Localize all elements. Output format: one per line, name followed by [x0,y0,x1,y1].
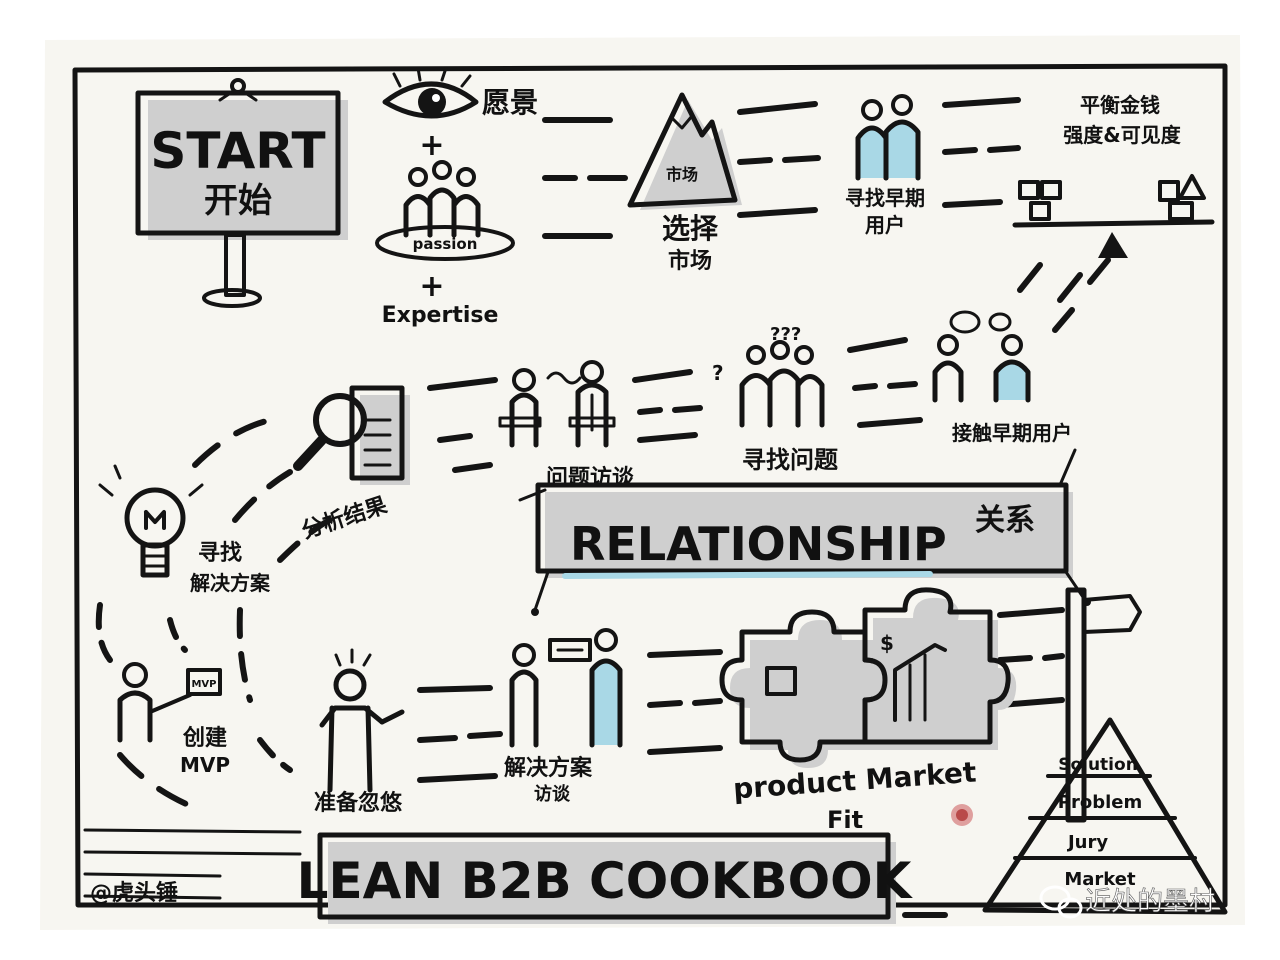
pmf-line-2: Fit [827,806,863,834]
footer-banner [83,828,948,924]
start-title: START [150,122,325,180]
pyramid-level-market: Market [1064,869,1136,890]
signature-text: @虎头锤 [90,880,178,906]
pyramid-level-solution: Solution [1058,755,1138,775]
mvp-box-label: MVP [191,679,216,690]
create-mvp-line-1: 创建 [182,726,227,751]
relationship-title: RELATIONSHIP [570,517,947,571]
vision-label: 愿景 [482,86,538,119]
red-seal-stamp [951,804,973,826]
middle-row-dashes [427,337,923,473]
page-border [72,63,1228,908]
mountain-label: 市场 [666,165,698,184]
bottom-row-dashes [417,607,1065,783]
start-sign: START 开始 [135,78,348,308]
svg-text:$: $ [880,631,894,655]
prepare-person-icon [319,648,405,793]
svg-text:???: ??? [770,324,801,345]
solution-interview-line-1: 解决方案 [504,755,593,781]
svg-text:?: ? [712,361,724,385]
select-market-caption-1: 选择 [662,212,719,245]
passion-people-icon [375,160,515,261]
pyramid-level-jury: Jury [1066,832,1108,853]
balance-line-1: 平衡金钱 [1080,93,1160,117]
find-solution-line-2: 解决方案 [190,571,271,595]
eye-icon [382,66,479,119]
magnifier-icon [293,385,410,485]
top-row-dashes [542,97,1021,239]
contact-early-users-label: 接触早期用户 [952,421,1072,445]
balance-scale-icon [1012,174,1215,258]
select-market-caption-2: 市场 [668,248,712,274]
wechat-watermark-icon [1039,885,1083,919]
early-users-icon [855,94,921,181]
interview-icon [498,360,616,448]
balance-line-2: 强度&可见度 [1063,123,1181,147]
prepare-label: 准备忽悠 [314,790,403,816]
watermark-text: 近处的墨村 [1085,887,1215,917]
mountain-icon [627,92,742,210]
contact-users-icon [932,310,1031,403]
left-loop-dashes [95,417,333,813]
pyramid-chart [982,717,1228,915]
find-problem-label: 寻找问题 [742,446,838,474]
find-problem-icon: ? ??? [712,324,825,428]
solution-interview-line-2: 访谈 [534,783,571,805]
connector-dashes-right [1017,257,1111,333]
create-mvp-line-2: MVP [180,753,230,777]
pyramid-level-problem: Problem [1058,792,1142,813]
create-mvp-icon [117,662,222,743]
passion-label: passion [413,235,478,253]
solution-interview-icon [509,628,623,748]
lightbulb-icon [98,464,204,578]
find-early-users-line-1: 寻找早期 [845,186,925,210]
find-early-users-line-2: 用户 [865,213,905,237]
puzzle-pieces-icon: $ [719,587,1017,768]
expertise-label: Expertise [382,303,499,328]
plus-sign-2: + [419,269,444,304]
start-subtitle: 开始 [204,181,272,221]
relationship-suffix: 关系 [975,503,1035,538]
find-solution-line-1: 寻找 [198,541,242,566]
footer-title: LEAN B2B COOKBOOK [297,852,914,910]
plus-sign-1: + [419,128,444,163]
